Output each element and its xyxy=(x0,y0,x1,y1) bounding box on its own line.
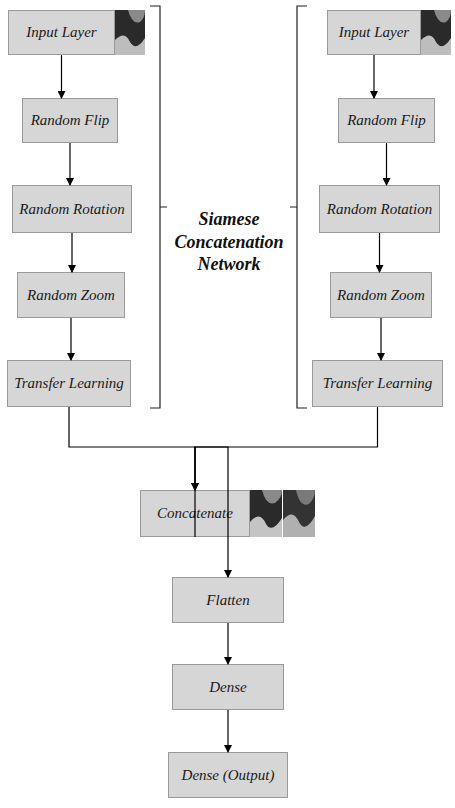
layer-box: Random Zoom xyxy=(330,272,432,318)
flow-arrow xyxy=(61,55,62,98)
layer-label: Dense (Output) xyxy=(182,767,275,784)
group-bracket xyxy=(290,6,307,408)
layer-label: Random Zoom xyxy=(337,287,425,304)
layer-box: Input Layer xyxy=(8,10,115,55)
layer-label: Transfer Learning xyxy=(14,375,124,392)
flow-arrow xyxy=(195,447,228,577)
layer-box: Transfer Learning xyxy=(7,360,131,407)
layer-label: Random Flip xyxy=(347,112,426,129)
layer-box: Transfer Learning xyxy=(312,360,443,407)
flow-arrow xyxy=(379,233,380,272)
flow-arrow xyxy=(227,710,228,752)
flow-arrow xyxy=(71,233,72,272)
group-bracket xyxy=(150,6,167,408)
flow-arrow xyxy=(380,318,381,360)
layer-box: Random Rotation xyxy=(319,185,440,233)
layer-label: Input Layer xyxy=(26,24,96,41)
layer-box: Random Flip xyxy=(22,98,118,143)
flow-arrow xyxy=(227,623,228,664)
xray-thumbnail xyxy=(250,490,282,537)
layer-label: Random Flip xyxy=(31,112,110,129)
xray-thumbnail xyxy=(283,490,315,537)
xray-thumbnail xyxy=(421,10,451,55)
layer-label: Random Zoom xyxy=(27,287,115,304)
flow-arrow xyxy=(373,55,374,98)
flow-arrow xyxy=(195,407,378,490)
layer-label: Random Rotation xyxy=(19,201,124,218)
flow-arrow xyxy=(69,143,70,185)
layer-box: Random Zoom xyxy=(17,272,125,318)
layer-label: Input Layer xyxy=(339,24,409,41)
flow-arrow xyxy=(70,318,71,360)
flow-arrow xyxy=(386,143,387,185)
layer-box: Dense xyxy=(172,664,284,710)
group-label: Siamese Concatenation Network xyxy=(168,208,290,276)
layer-label: Dense xyxy=(209,679,247,696)
layer-label: Random Rotation xyxy=(327,201,432,218)
layer-label: Flatten xyxy=(206,592,249,609)
flow-arrow xyxy=(69,407,195,490)
layer-box: Random Rotation xyxy=(12,185,132,233)
layer-box: Input Layer xyxy=(327,10,421,55)
layer-box: Random Flip xyxy=(338,98,435,143)
layer-box: Dense (Output) xyxy=(168,752,288,798)
layer-box: Flatten xyxy=(172,577,284,623)
xray-thumbnail xyxy=(115,10,145,55)
layer-label: Transfer Learning xyxy=(323,375,433,392)
